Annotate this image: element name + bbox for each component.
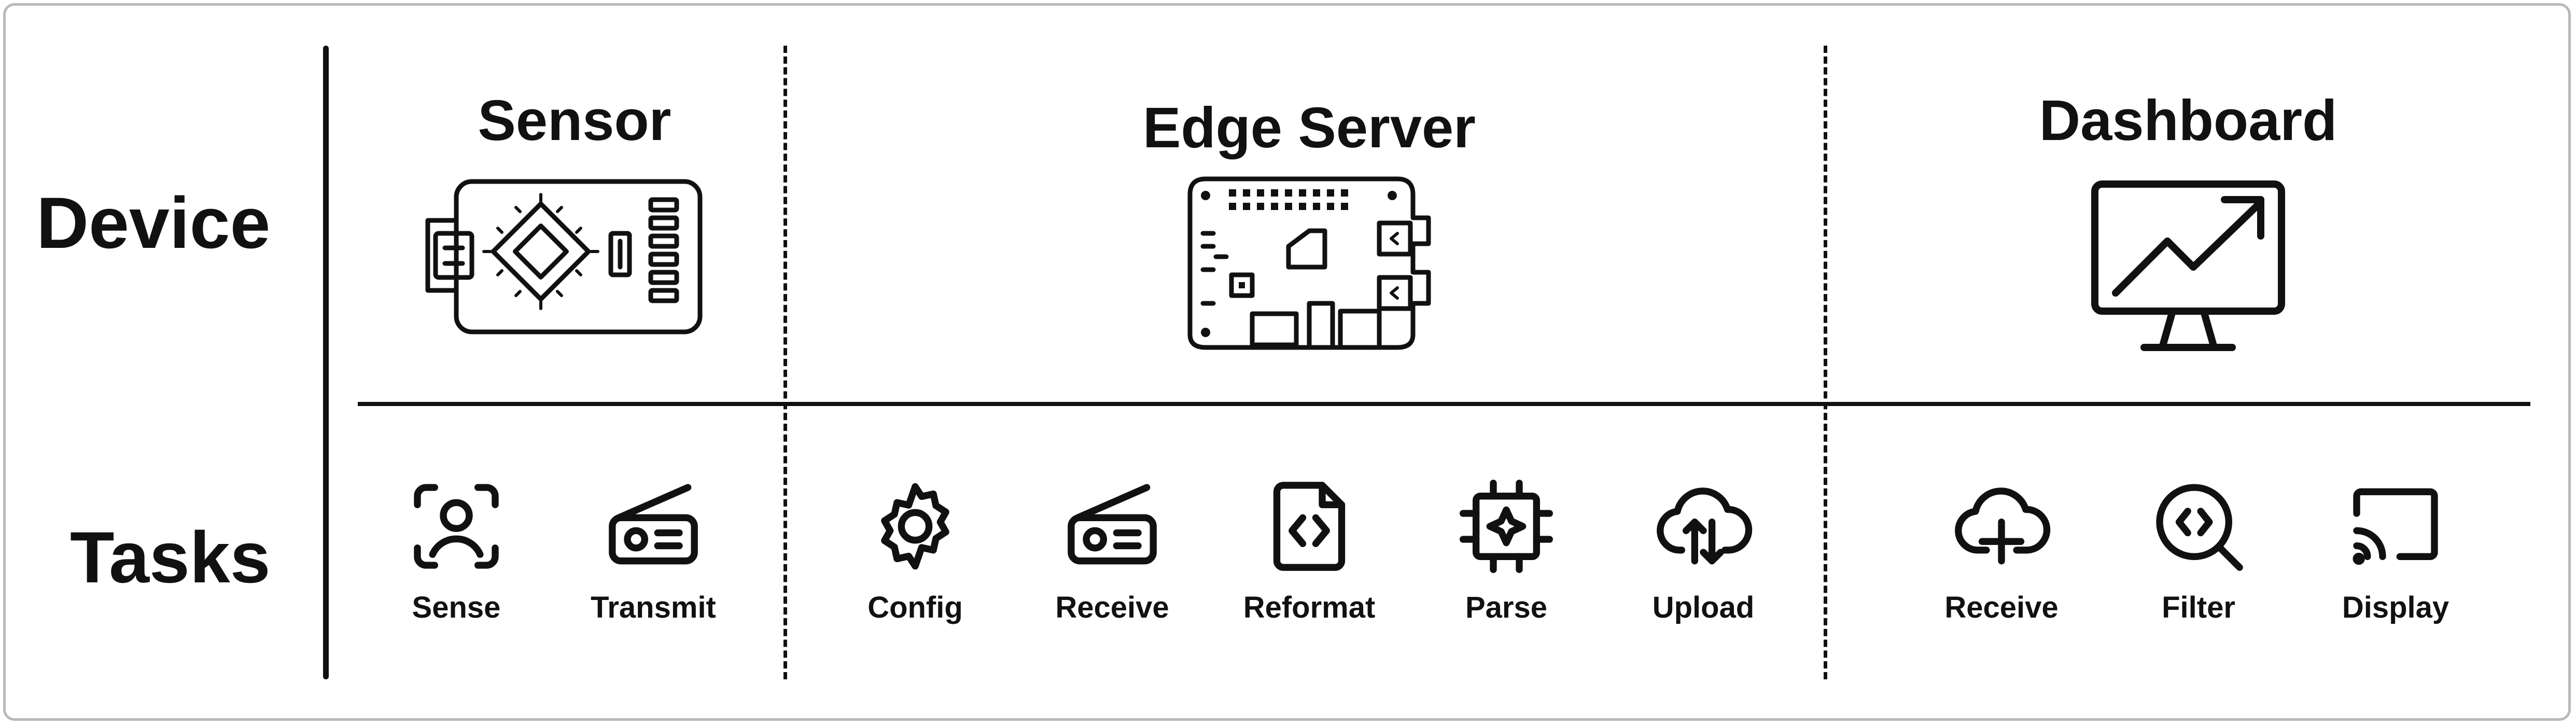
task-label-display: Display (2342, 591, 2449, 624)
device-title-dashboard: Dashboard (2039, 89, 2337, 152)
task-label-transmit: Transmit (591, 591, 716, 624)
row-label-tasks: Tasks (70, 516, 271, 598)
radio-icon (609, 484, 698, 565)
row-header-divider (323, 46, 329, 679)
radio-icon (1068, 484, 1157, 565)
device-title-edge-server: Edge Server (1142, 96, 1476, 160)
code-search-icon (2156, 484, 2243, 571)
task-label-receive-edge: Receive (1055, 591, 1169, 624)
task-label-reformat: Reformat (1243, 591, 1376, 624)
task-receive-edge: Receive (1014, 474, 1211, 623)
cast-screen-icon (2353, 488, 2438, 565)
cloud-add-icon (1955, 487, 2051, 565)
task-reformat: Reformat (1211, 474, 1408, 623)
task-label-sense: Sense (412, 591, 501, 624)
task-sense: Sense (358, 474, 555, 623)
task-upload: Upload (1605, 474, 1802, 623)
microcontroller-board-icon (425, 179, 703, 334)
task-label-filter: Filter (2162, 591, 2235, 624)
single-board-computer-icon (1187, 176, 1431, 350)
person-scan-icon (414, 484, 499, 569)
device-title-sensor: Sensor (478, 89, 671, 152)
device-task-divider (358, 402, 2530, 406)
task-filter: Filter (2100, 474, 2297, 623)
task-parse: Parse (1408, 474, 1605, 623)
task-receive-dashboard: Receive (1903, 474, 2100, 623)
task-config: Config (817, 474, 1014, 623)
task-label-upload: Upload (1652, 591, 1755, 624)
monitor-chart-icon (2091, 180, 2285, 351)
cloud-sync-icon (1657, 487, 1753, 565)
processor-chip-icon (1460, 480, 1553, 573)
gear-icon (881, 483, 949, 570)
sensor-edge-dashed-divider (783, 46, 787, 679)
edge-dashboard-dashed-divider (1824, 46, 1827, 679)
task-label-config: Config (867, 591, 963, 624)
task-label-parse: Parse (1465, 591, 1548, 624)
task-transmit: Transmit (555, 474, 752, 623)
task-display: Display (2297, 474, 2494, 623)
task-label-receive-dashboard: Receive (1944, 591, 2059, 624)
row-label-device: Device (36, 182, 271, 263)
diagram-frame (3, 3, 2571, 721)
code-file-icon (1273, 482, 1346, 571)
